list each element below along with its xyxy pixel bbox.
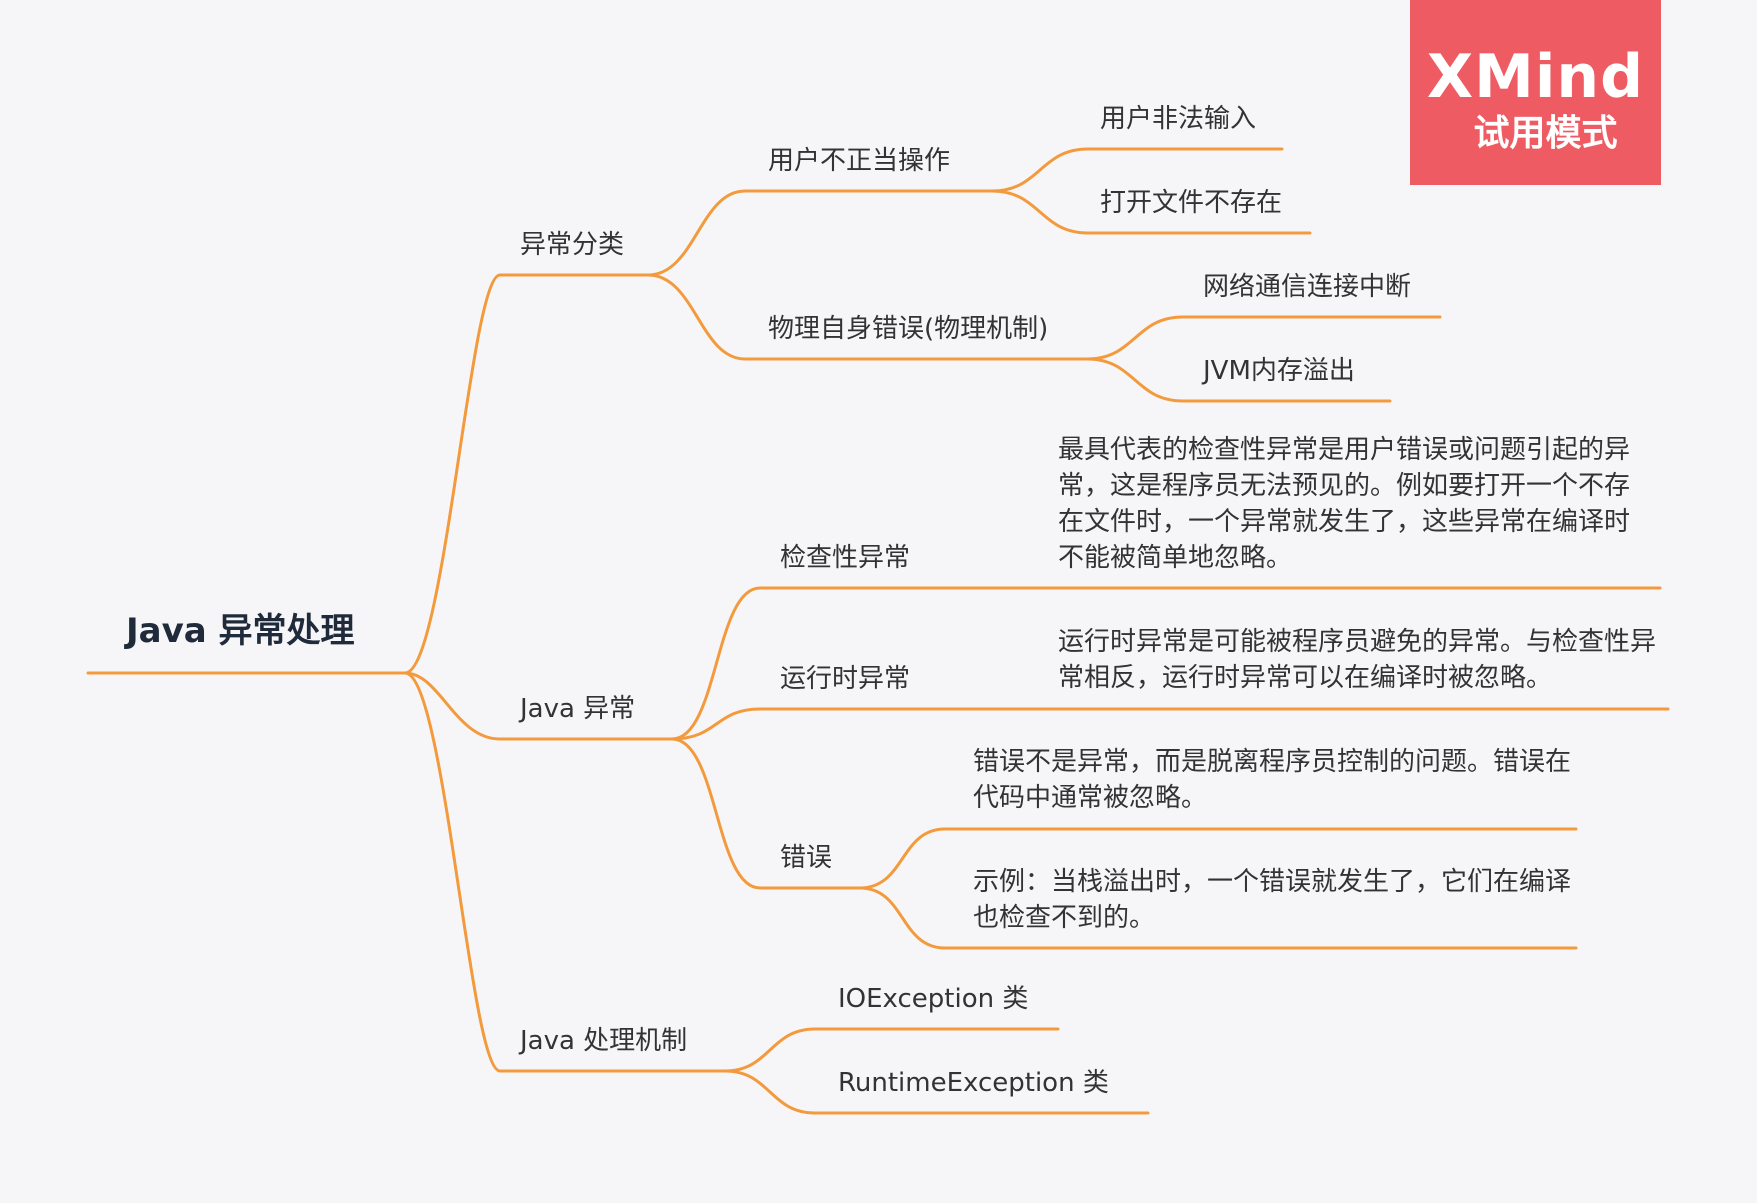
topic-exception-classification[interactable]: 异常分类 bbox=[520, 230, 625, 260]
watermark-trial-mode: 试用模式 bbox=[1473, 113, 1618, 154]
connector-mechanism-leaf2 bbox=[723, 1069, 1150, 1115]
connector-classify-physical bbox=[646, 273, 1089, 361]
connector-javaexc-checked bbox=[670, 586, 1662, 741]
connector-classify-userop bbox=[646, 189, 994, 277]
topic-user-improper-operation[interactable]: 用户不正当操作 bbox=[768, 146, 951, 176]
connector-error-desc2 bbox=[858, 886, 1578, 950]
trial-watermark: XMind 试用模式 bbox=[1410, 0, 1661, 185]
topic-illegal-input[interactable]: 用户非法输入 bbox=[1100, 104, 1257, 134]
topic-java-exception[interactable]: Java 异常 bbox=[520, 694, 636, 724]
topic-checked-exception[interactable]: 检查性异常 bbox=[780, 543, 911, 573]
note-checked-exception[interactable]: 最具代表的检查性异常是用户错误或问题引起的异常，这是程序员无法预见的。例如要打开… bbox=[1058, 435, 1631, 573]
note-error-example[interactable]: 示例：当栈溢出时，一个错误就发生了，它们在编译也检查不到的。 bbox=[973, 867, 1572, 933]
connector-root-javaexc bbox=[403, 671, 674, 741]
topic-physical-error[interactable]: 物理自身错误(物理机制) bbox=[768, 314, 1049, 344]
connector-root-mechanism bbox=[403, 671, 727, 1073]
topic-ioexception[interactable]: IOException 类 bbox=[838, 984, 1029, 1014]
topic-file-not-exist[interactable]: 打开文件不存在 bbox=[1100, 188, 1283, 218]
connector-error-desc1 bbox=[858, 827, 1578, 890]
connector-mechanism-leaf1 bbox=[723, 1027, 1060, 1073]
connector-javaexc-runtime bbox=[670, 707, 1670, 741]
topic-network-interrupted[interactable]: 网络通信连接中断 bbox=[1203, 272, 1412, 302]
watermark-logo: XMind bbox=[1426, 42, 1645, 112]
note-error-definition[interactable]: 错误不是异常，而是脱离程序员控制的问题。错误在代码中通常被忽略。 bbox=[973, 747, 1572, 813]
topic-runtimeexception[interactable]: RuntimeException 类 bbox=[838, 1068, 1109, 1098]
connector-root-classify bbox=[403, 273, 650, 675]
topic-java-handling-mechanism[interactable]: Java 处理机制 bbox=[520, 1026, 688, 1056]
topic-jvm-out-of-memory[interactable]: JVM内存溢出 bbox=[1203, 356, 1355, 386]
topic-runtime-exception[interactable]: 运行时异常 bbox=[780, 664, 911, 694]
root-topic[interactable]: Java 异常处理 bbox=[126, 611, 355, 651]
connector-userop-leaf2 bbox=[990, 189, 1312, 235]
connector-physical-leaf1 bbox=[1085, 315, 1442, 361]
note-runtime-exception[interactable]: 运行时异常是可能被程序员避免的异常。与检查性异常相反，运行时异常可以在编译时被忽… bbox=[1058, 627, 1657, 693]
connector-userop-leaf1 bbox=[990, 147, 1284, 193]
connector-javaexc-error bbox=[670, 737, 862, 890]
connector-physical-leaf2 bbox=[1085, 357, 1392, 403]
topic-error[interactable]: 错误 bbox=[780, 843, 833, 873]
